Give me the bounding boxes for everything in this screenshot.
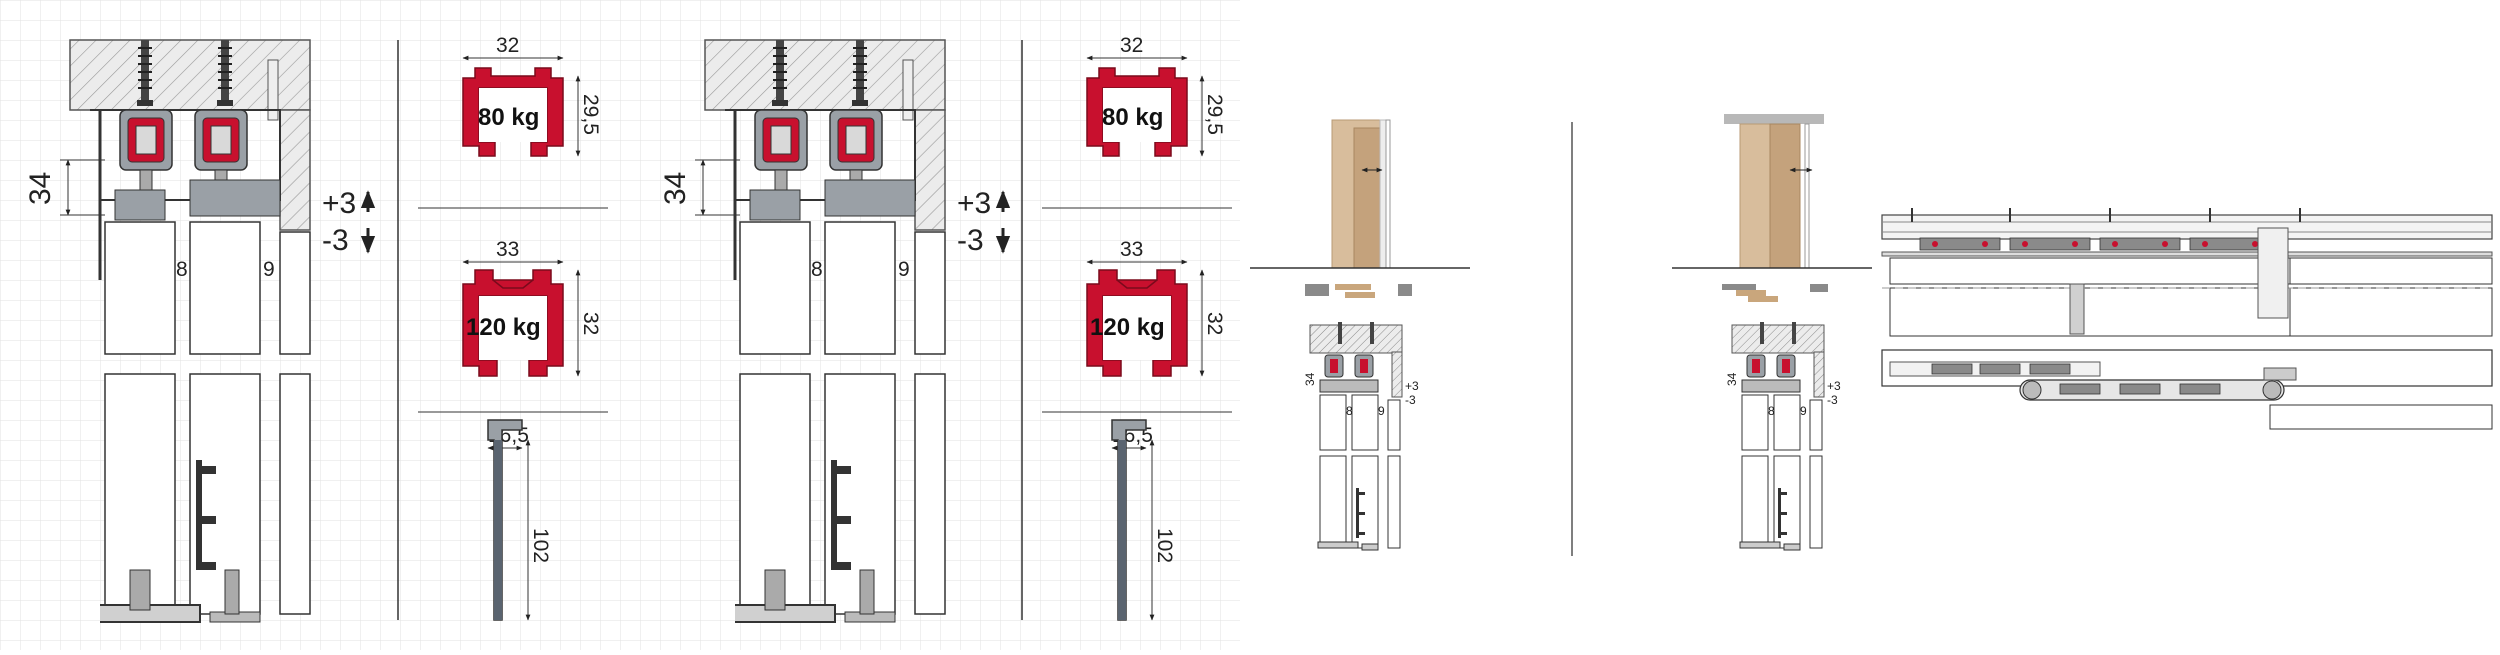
profile-120-height-label: 32 — [1203, 312, 1226, 335]
cross-section-drawing-right: 34 8 9 +3 -3 — [659, 39, 1011, 623]
gap-left-label: 8 — [1768, 404, 1775, 418]
guide-height-label: 102 — [1153, 528, 1176, 563]
profile-80kg-label: 80 kg — [478, 104, 539, 131]
guide-height-label: 102 — [529, 528, 552, 563]
profile-80kg-label: 80 kg — [1102, 104, 1163, 131]
adjust-down-label: -3 — [322, 224, 349, 257]
track-assembly-top — [1881, 208, 2493, 337]
profile-details-left: 32 80 kg 29,5 33 120 kg 32 16,5 102 — [418, 34, 608, 621]
adjust-up-label: +3 — [322, 187, 356, 220]
adjust-up-label: +3 — [957, 187, 991, 220]
small-cross-section-2: 34 8 9 +3 -3 — [1725, 322, 1841, 551]
track-assembly-bottom — [1881, 349, 2493, 430]
profile-80-height-label: 29,5 — [1203, 94, 1226, 135]
small-cross-section-1: 34 8 9 +3 -3 — [1303, 322, 1419, 551]
adjust-down-label: -3 — [957, 224, 984, 257]
profile-80-height-label: 29,5 — [579, 94, 602, 135]
height-dimension-label: 34 — [1303, 372, 1317, 386]
adjust-down-label: -3 — [1827, 393, 1838, 407]
gap-left-label: 8 — [176, 258, 188, 281]
height-dimension-label: 34 — [24, 172, 57, 205]
height-dimension-label: 34 — [1725, 372, 1739, 386]
adjust-up-label: +3 — [1827, 379, 1841, 393]
gap-left-label: 8 — [811, 258, 823, 281]
profile-details-right: 32 80 kg 29,5 33 120 kg 32 16,5 102 — [1042, 34, 1232, 621]
profile-120kg-label: 120 kg — [466, 314, 541, 341]
adjust-up-label: +3 — [1405, 379, 1419, 393]
profile-80-width-label: 32 — [1120, 34, 1143, 57]
gap-right-label: 9 — [1378, 404, 1385, 418]
gap-right-label: 9 — [898, 258, 910, 281]
door-elevation-2 — [1672, 114, 1872, 302]
profile-120kg-label: 120 kg — [1090, 314, 1165, 341]
door-elevation-1 — [1250, 119, 1470, 298]
cross-section-drawing-left: 34 8 9 +3 -3 — [24, 39, 376, 623]
profile-120-height-label: 32 — [579, 312, 602, 335]
adjust-down-label: -3 — [1405, 393, 1416, 407]
gap-right-label: 9 — [263, 258, 275, 281]
profile-120-width-label: 33 — [1120, 238, 1143, 261]
height-dimension-label: 34 — [659, 172, 692, 205]
profile-80-width-label: 32 — [496, 34, 519, 57]
gap-left-label: 8 — [1346, 404, 1353, 418]
profile-120-width-label: 33 — [496, 238, 519, 261]
gap-right-label: 9 — [1800, 404, 1807, 418]
